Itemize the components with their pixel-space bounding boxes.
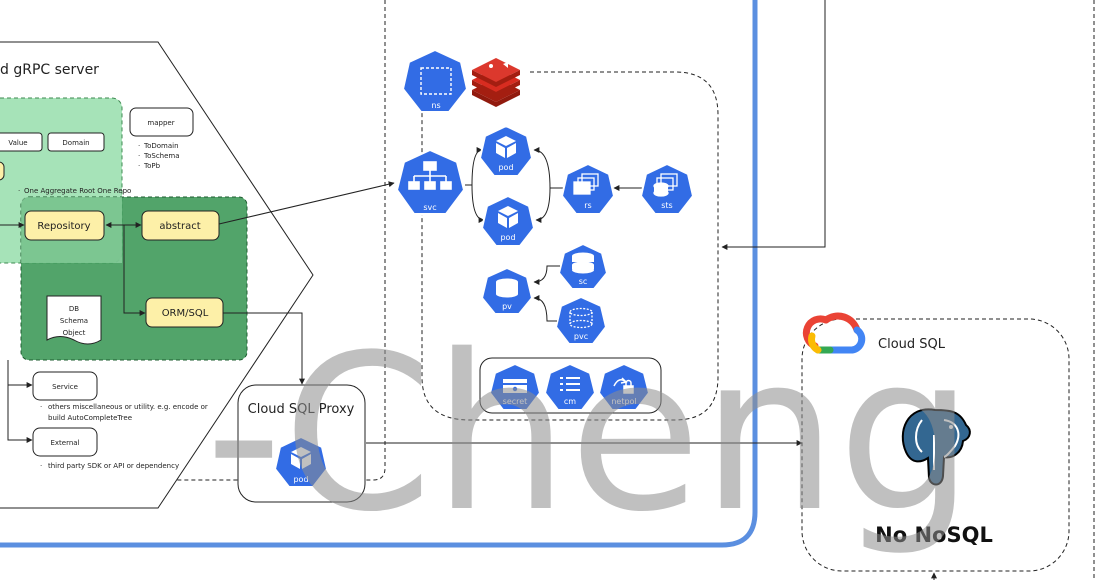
cm-label: cm: [564, 397, 576, 406]
aggregate-bullet: ·: [18, 187, 20, 195]
k8s-sc[interactable]: sc: [557, 242, 609, 290]
mapper-bullet-2: ·: [138, 152, 140, 160]
external-label: External: [50, 439, 79, 447]
pvc-label: pvc: [574, 332, 588, 341]
k8s-pvc[interactable]: pvc: [554, 295, 608, 345]
persistent-volume-claim-icon: [569, 307, 593, 329]
external-note: third party SDK or API or dependency: [48, 462, 179, 470]
secret-label: secret: [503, 397, 528, 406]
repository-label: Repository: [37, 221, 90, 232]
value-label: Value: [8, 139, 27, 147]
netpol-label: netpol: [611, 397, 636, 406]
orm-sql-label: ORM/SQL: [162, 308, 209, 319]
mapper-bullet-1: ·: [138, 142, 140, 150]
rs-to-pod-connectors: [533, 147, 642, 223]
k8s-ns[interactable]: ns: [401, 48, 469, 113]
k8s-pod-top[interactable]: pod: [478, 124, 534, 177]
redis-icon: [472, 58, 520, 107]
pod-top-label: pod: [498, 163, 513, 172]
value-box[interactable]: [0, 132, 43, 152]
grpc-server-title: d gRPC server: [0, 62, 99, 78]
pv-label: pv: [502, 302, 512, 311]
mapper-item-toschema: ToSchema: [143, 152, 180, 160]
watermark-text: -Cheng: [205, 308, 974, 559]
mapper-box[interactable]: [129, 107, 194, 137]
persistent-volume-icon: [496, 278, 518, 298]
storageclass-icon: [572, 252, 594, 274]
k8s-proxy-pod[interactable]: pod: [273, 435, 329, 488]
service-tree-icon: [408, 161, 452, 190]
google-cloud-icon: [802, 312, 866, 354]
mapper-item-todomain: ToDomain: [143, 142, 179, 150]
external-box[interactable]: [32, 427, 98, 457]
postgresql-icon: [901, 408, 971, 486]
namespace-region: [421, 71, 719, 421]
statefulset-icon: [653, 173, 678, 197]
cloud-sql-region: [801, 318, 1070, 572]
db-schema-line-1: DB: [69, 305, 79, 313]
abstract-box[interactable]: [141, 210, 220, 241]
service-note-line-2: build AutoCompleteTree: [48, 414, 132, 422]
domain-box[interactable]: [47, 132, 105, 152]
mapper-bullet-3: ·: [138, 162, 140, 170]
db-schema-object[interactable]: [46, 295, 102, 345]
sts-label: sts: [661, 201, 672, 210]
db-schema-line-3: Object: [63, 329, 86, 337]
service-note-line-1: others miscellaneous or utility. e.g. en…: [48, 403, 208, 411]
k8s-sts[interactable]: sts: [639, 162, 695, 215]
ns-label: ns: [431, 101, 440, 110]
mapper-item-topb: ToPb: [143, 162, 161, 170]
repository-box[interactable]: [24, 210, 105, 241]
pod-cube-icon: [496, 136, 516, 158]
abstract-label: abstract: [159, 221, 200, 232]
pod-cube-icon: [498, 206, 518, 228]
domain-label: Domain: [62, 139, 89, 147]
db-schema-line-2: Schema: [60, 317, 88, 325]
pv-connectors: [533, 265, 560, 322]
cloud-sql-proxy-title: Cloud SQL Proxy: [248, 402, 355, 417]
external-bullet: ·: [40, 462, 42, 470]
namespace-icon: [420, 67, 452, 95]
k8s-cm[interactable]: cm: [543, 362, 597, 411]
network-policy-icon: [613, 377, 634, 394]
k8s-pod-bottom[interactable]: pod: [480, 194, 536, 247]
cloud-sql-title: Cloud SQL: [878, 337, 946, 352]
replicaset-icon: [573, 173, 599, 195]
no-nosql-label: No NoSQL: [875, 523, 993, 547]
entity-box: [0, 161, 5, 181]
k8s-pv[interactable]: pv: [480, 266, 534, 315]
proxy-pod-label: pod: [293, 475, 308, 484]
mapper-label: mapper: [147, 119, 174, 127]
k8s-netpol[interactable]: netpol: [597, 362, 651, 411]
grpc-connectors: [0, 181, 395, 443]
pod-cube-icon: [291, 447, 311, 469]
k8s-secret[interactable]: secret: [488, 362, 542, 411]
configmap-icon: [560, 377, 580, 391]
svc-label: svc: [423, 203, 436, 212]
service-box[interactable]: [32, 371, 98, 401]
service-label: Service: [52, 383, 78, 391]
k8s-svc[interactable]: svc: [395, 148, 466, 215]
secret-icon: [503, 379, 527, 393]
service-bullet: ·: [40, 403, 42, 411]
pod-bottom-label: pod: [500, 233, 515, 242]
aggregate-note: One Aggregate Root One Repo: [24, 187, 131, 195]
rs-label: rs: [584, 201, 591, 210]
k8s-rs[interactable]: rs: [560, 162, 616, 215]
svc-to-pod-connectors: [465, 147, 485, 223]
sc-label: sc: [579, 277, 588, 286]
